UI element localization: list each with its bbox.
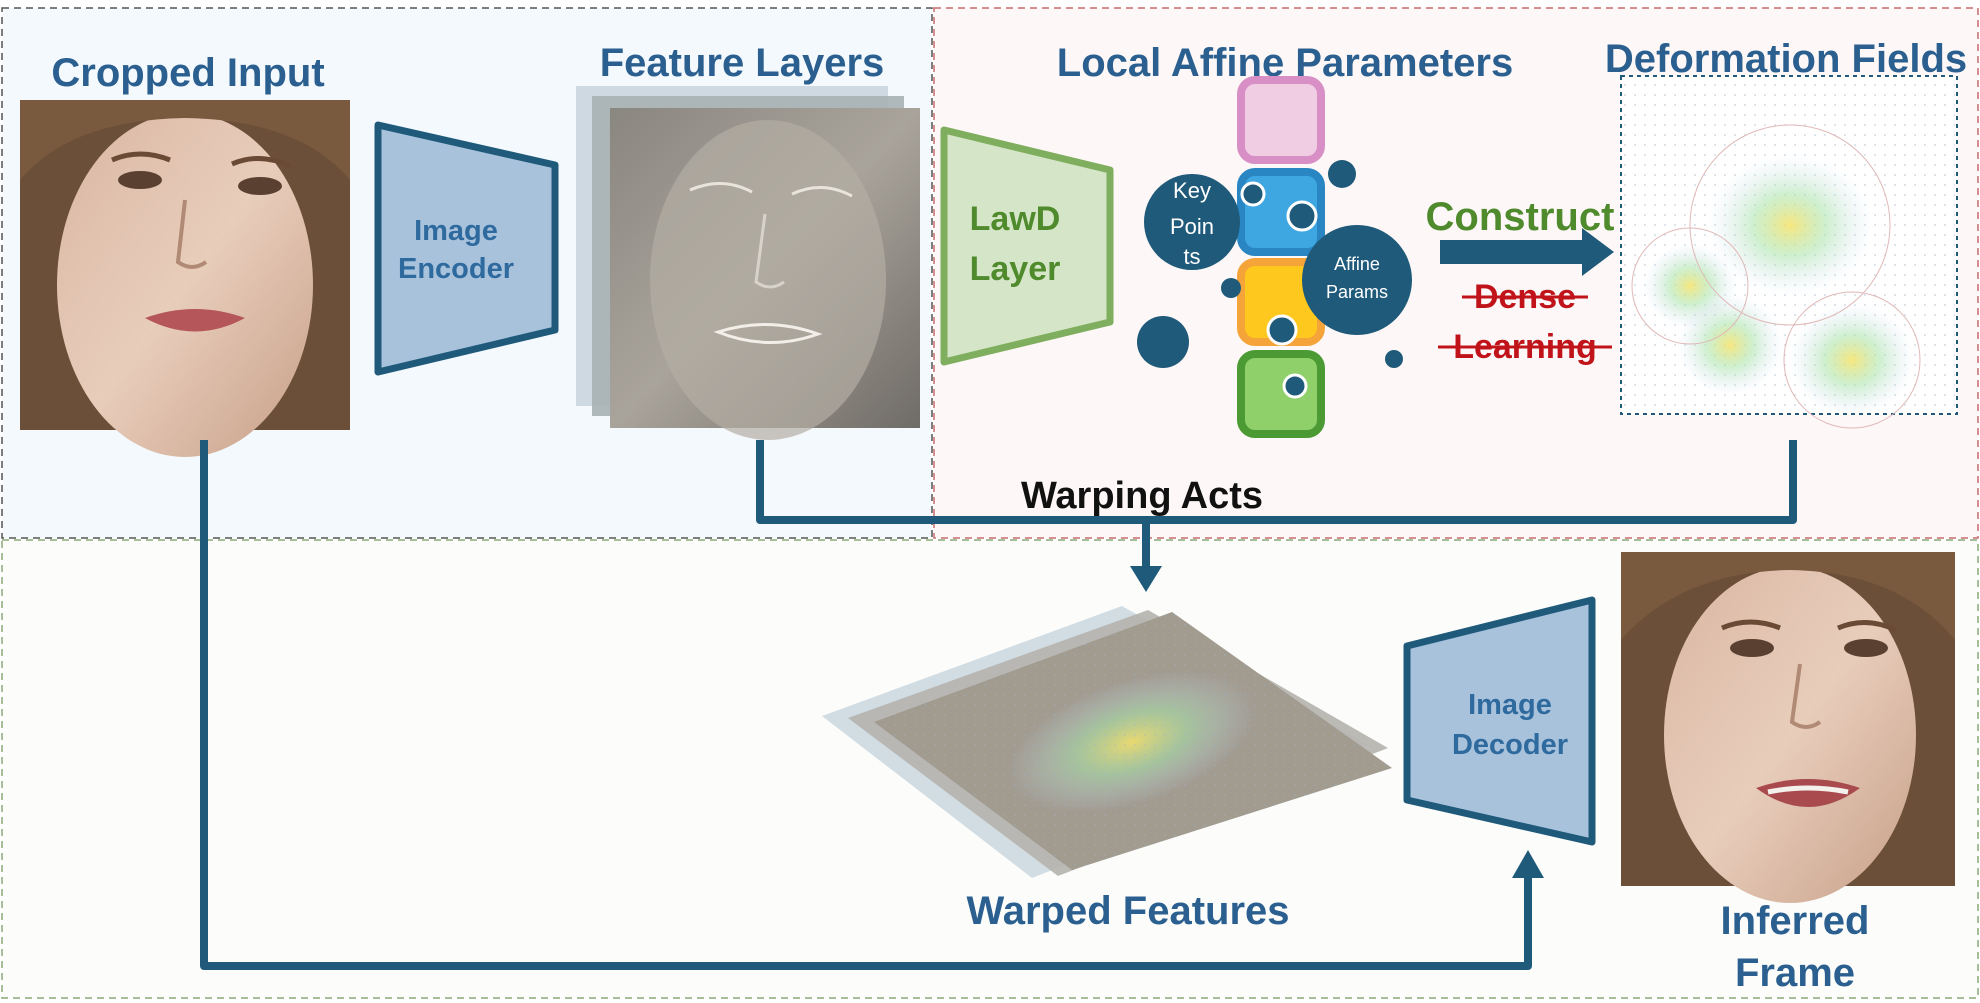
cropped-input-image [20, 100, 350, 457]
image-decoder-label-line1: Image [1468, 689, 1552, 721]
skip-arrow-head [1512, 850, 1544, 878]
decorative-dot [1328, 160, 1356, 188]
cropped-input-title: Cropped Input [51, 51, 324, 95]
decorative-dot [1137, 316, 1189, 368]
lawd-layer-block: LawD Layer [940, 126, 1114, 366]
tile-green [1237, 350, 1325, 438]
keypoints-label-line3: ts [1183, 244, 1200, 269]
image-encoder-block: Image Encoder [374, 121, 559, 376]
affine-params-node: Affine Params [1302, 225, 1412, 335]
skip-connection [200, 440, 1532, 970]
warping-acts-label: Warping Acts [1021, 475, 1263, 517]
tile-dot [1266, 314, 1298, 346]
decorative-dot [1221, 278, 1241, 298]
lawd-label-line2: Layer [970, 250, 1061, 288]
keypoints-label-line2: Poin [1170, 214, 1214, 239]
lawd-label-line1: LawD [970, 200, 1061, 238]
inferred-frame-label-line1: Inferred [1721, 899, 1870, 943]
affine-tiles [1237, 76, 1325, 438]
feature-layers-title: Feature Layers [600, 41, 885, 85]
warping-connector [756, 440, 1797, 524]
tile-dot [1240, 181, 1266, 207]
image-decoder-block: Image Decoder [1403, 596, 1596, 846]
tile-pink [1237, 76, 1325, 164]
image-encoder-label-line1: Image [414, 215, 498, 247]
inferred-frame-label-line2: Frame [1735, 951, 1855, 995]
warped-features-label: Warped Features [966, 889, 1289, 933]
image-encoder-label-line2: Encoder [398, 253, 514, 285]
decorative-dot [1385, 350, 1403, 368]
keypoints-label-line1: Key [1173, 178, 1211, 203]
affine-params-label-line2: Params [1326, 282, 1388, 302]
warping-arrow-head [1130, 566, 1162, 592]
deformation-fields-image [1620, 75, 1958, 429]
deformation-fields-title: Deformation Fields [1605, 37, 1967, 81]
tile-dot [1286, 200, 1318, 232]
feature-layers-stack [576, 86, 920, 440]
image-decoder-label-line2: Decoder [1452, 729, 1568, 761]
warped-features-stack [822, 606, 1392, 878]
inferred-frame-image [1621, 552, 1955, 903]
tile-dot [1282, 373, 1308, 399]
keypoints-node: Key Poin ts [1144, 174, 1240, 270]
affine-params-label-line1: Affine [1334, 254, 1380, 274]
construct-arrow [1440, 228, 1614, 276]
